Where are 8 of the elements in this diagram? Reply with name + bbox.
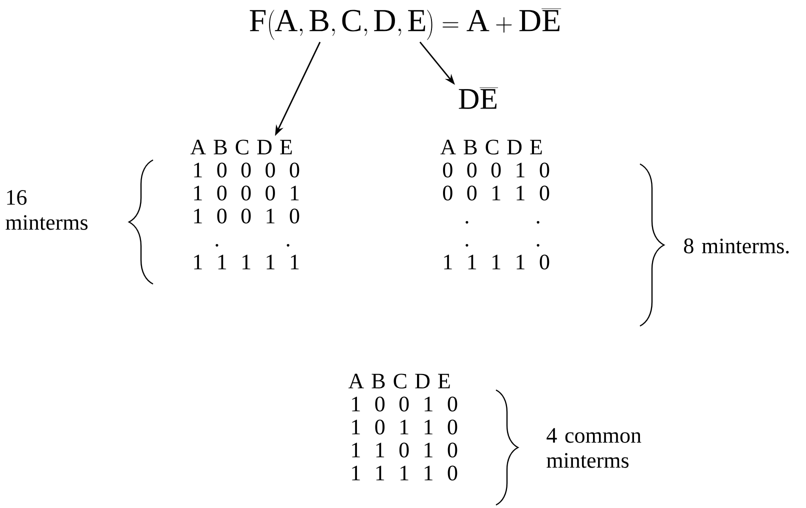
- brace-note: 4 common minterms: [546, 428, 642, 468]
- brace-note: 16 minterms: [6, 190, 88, 230]
- equation: $\mathrm{F\!\left(A,B,C,D,E\right)=A+D\overline{E}}$: [250, 8, 562, 40]
- truth-table: A B C D E 1 0 0 1 0 1 0 1 1 0 1 1 0 1 0 1 1 1 1 0: [348, 374, 458, 480]
- truth-table: A B C D E 1 0 0 0 0 1 0 0 0 1 1 0 0 1 0 . . 1 1 1 1 1: [190, 140, 300, 270]
- brace-note: 8 minterms.: [684, 238, 789, 254]
- term-label: $\mathrm{D\overline{E}}$: [458, 88, 498, 109]
- truth-table: A B C D E 0 0 0 1 0 0 0 1 1 0 . . . . 1 1 1 1 0: [440, 140, 550, 270]
